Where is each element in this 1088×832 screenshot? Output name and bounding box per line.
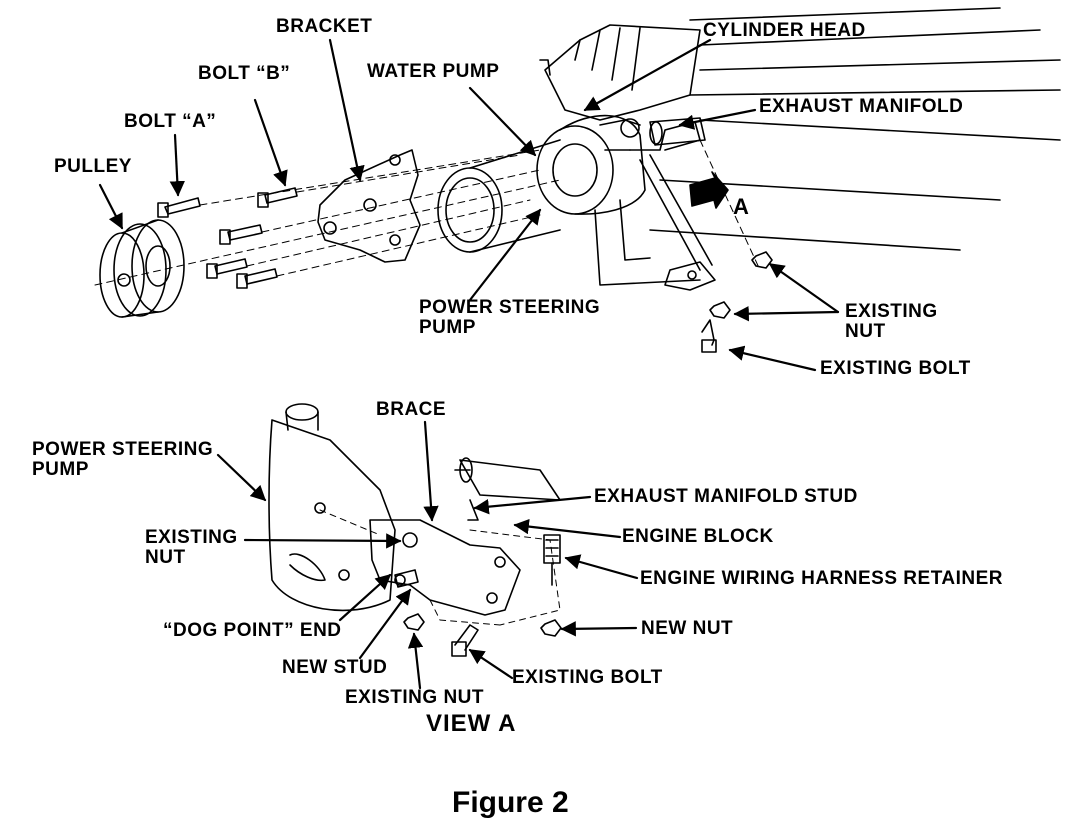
label-engine-block: ENGINE BLOCK: [622, 526, 774, 547]
label-line-2: NUT: [845, 321, 886, 342]
label-exhaust-manifold: EXHAUST MANIFOLD: [759, 96, 964, 117]
label-bracket: BRACKET: [276, 16, 373, 37]
label-bolt-b: BOLT “B”: [198, 63, 291, 84]
upper-fasteners: [701, 251, 773, 353]
label-engine-wiring-harness-retainer: ENGINE WIRING HARNESS RETAINER: [640, 568, 1004, 589]
label-power-steering-pump-upper: POWER STEERING PUMP: [419, 298, 600, 338]
label-existing-nut-view-a-top: EXISTING NUT: [145, 528, 238, 568]
bracket: [317, 149, 421, 263]
label-pulley: PULLEY: [54, 156, 132, 177]
engine-block: [429, 529, 561, 626]
label-line-2: NUT: [145, 547, 186, 568]
view-arrow: [689, 171, 729, 209]
view-a-exhaust-manifold: [454, 457, 561, 521]
label-water-pump: WATER PUMP: [367, 61, 500, 82]
view-a-pump: [268, 403, 396, 612]
label-cylinder-head: CYLINDER HEAD: [703, 20, 866, 41]
label-line-1: POWER STEERING: [419, 297, 601, 318]
label-new-nut: NEW NUT: [641, 618, 734, 639]
upper-brace: [639, 139, 761, 291]
label-bolt-a: BOLT “A”: [124, 111, 217, 132]
label-view-arrow: A: [733, 194, 750, 219]
label-existing-bolt-upper: EXISTING BOLT: [820, 358, 971, 379]
label-new-stud: NEW STUD: [282, 657, 388, 678]
bolts: [157, 187, 298, 289]
label-existing-nut-upper: EXISTING NUT: [845, 302, 938, 342]
view-a-title: VIEW A: [426, 710, 517, 737]
label-exhaust-manifold-stud: EXHAUST MANIFOLD STUD: [594, 486, 858, 507]
label-brace: BRACE: [376, 399, 447, 420]
view-a-fasteners: [319, 509, 562, 657]
figure-caption: Figure 2: [452, 786, 569, 819]
assembly-lines: [94, 149, 561, 286]
label-power-steering-pump-view-a: POWER STEERING PUMP: [32, 440, 213, 480]
label-line-1: EXISTING: [145, 527, 238, 548]
engine-background: [539, 7, 1061, 286]
label-line-2: PUMP: [32, 459, 89, 480]
label-line-1: POWER STEERING: [32, 439, 214, 460]
label-dog-point-end: “DOG POINT” END: [163, 620, 342, 641]
wiring-harness-retainer: [543, 534, 561, 586]
label-line-1: EXISTING: [845, 301, 938, 322]
label-existing-nut-view-a-bottom: EXISTING NUT: [345, 687, 485, 708]
leader-arrows: [98, 38, 840, 690]
label-line-2: PUMP: [419, 317, 476, 338]
label-existing-bolt-view-a: EXISTING BOLT: [512, 667, 663, 688]
pulley: [99, 219, 185, 318]
